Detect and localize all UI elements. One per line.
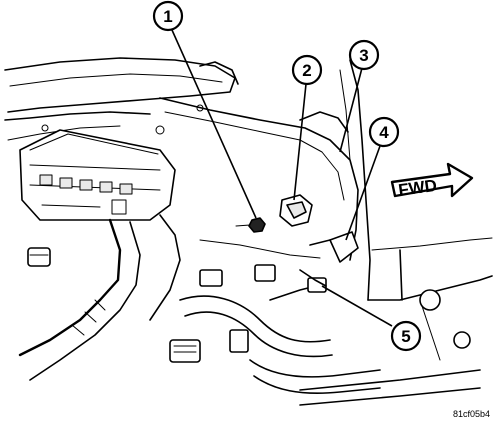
callout-5-number: 5	[401, 327, 410, 346]
figure-id: 81cf05b4	[453, 409, 490, 419]
engine-compartment-drawing	[4, 57, 493, 406]
callout-3: 3	[348, 39, 380, 71]
callout-2-number: 2	[302, 61, 311, 80]
power-distribution-box	[19, 129, 176, 221]
leader-4	[345, 145, 381, 241]
leader-1	[171, 29, 257, 219]
leader-3	[339, 67, 363, 153]
leader-2	[293, 83, 307, 201]
callout-1: 1	[152, 0, 184, 32]
fwd-arrow: FWD	[390, 162, 474, 200]
callout-3-number: 3	[359, 46, 368, 65]
callout-2: 2	[291, 54, 323, 86]
callout-1-number: 1	[163, 7, 172, 26]
callout-4-number: 4	[379, 123, 389, 142]
callout-4: 4	[368, 116, 400, 148]
fwd-label: FWD	[397, 176, 438, 200]
callout-5: 5	[390, 320, 422, 352]
leader-lines	[171, 29, 393, 327]
nut-part	[248, 217, 266, 233]
leader-5	[321, 285, 393, 327]
sensor-part	[235, 194, 313, 227]
